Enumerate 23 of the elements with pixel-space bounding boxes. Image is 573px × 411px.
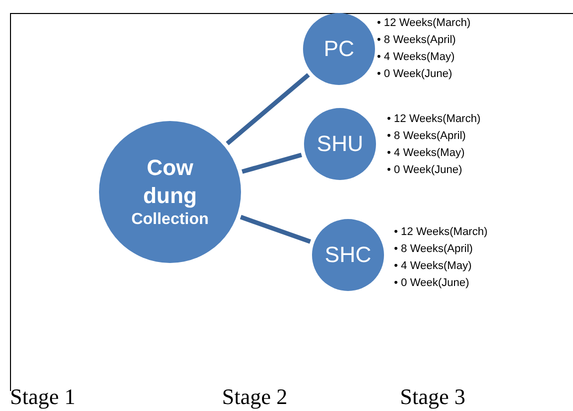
stage-label: Stage 2: [222, 384, 288, 409]
list-item: • 12 Weeks(March): [394, 225, 488, 240]
list-item: • 4 Weeks(May): [394, 259, 473, 274]
list-item: • 12 Weeks(March): [387, 112, 481, 127]
node-label: Cow dung: [142, 154, 198, 210]
node-label: PC: [324, 36, 354, 62]
list-item: • 12 Weeks(March): [377, 16, 471, 31]
list-item: • 0 Week(June): [377, 67, 454, 82]
node-label: SHC: [324, 242, 372, 268]
node-label: SHU: [316, 131, 364, 157]
stage-label: Stage 1: [10, 384, 76, 409]
list-item: • 0 Week(June): [394, 276, 470, 291]
list-item: • 8 Weeks(April): [394, 242, 474, 257]
list-item: • 4 Weeks(May): [387, 146, 466, 161]
list-item: • 8 Weeks(April): [387, 129, 467, 144]
connector-line: [240, 214, 312, 244]
list-item: • 4 Weeks(May): [377, 50, 456, 65]
node-label: Collection: [131, 210, 209, 230]
list-item: • 0 Week(June): [387, 163, 464, 178]
stage-label: Stage 3: [400, 384, 466, 409]
list-item: • 8 Weeks(April): [377, 33, 457, 48]
connector-line: [226, 73, 310, 146]
connector-line: [242, 152, 302, 174]
